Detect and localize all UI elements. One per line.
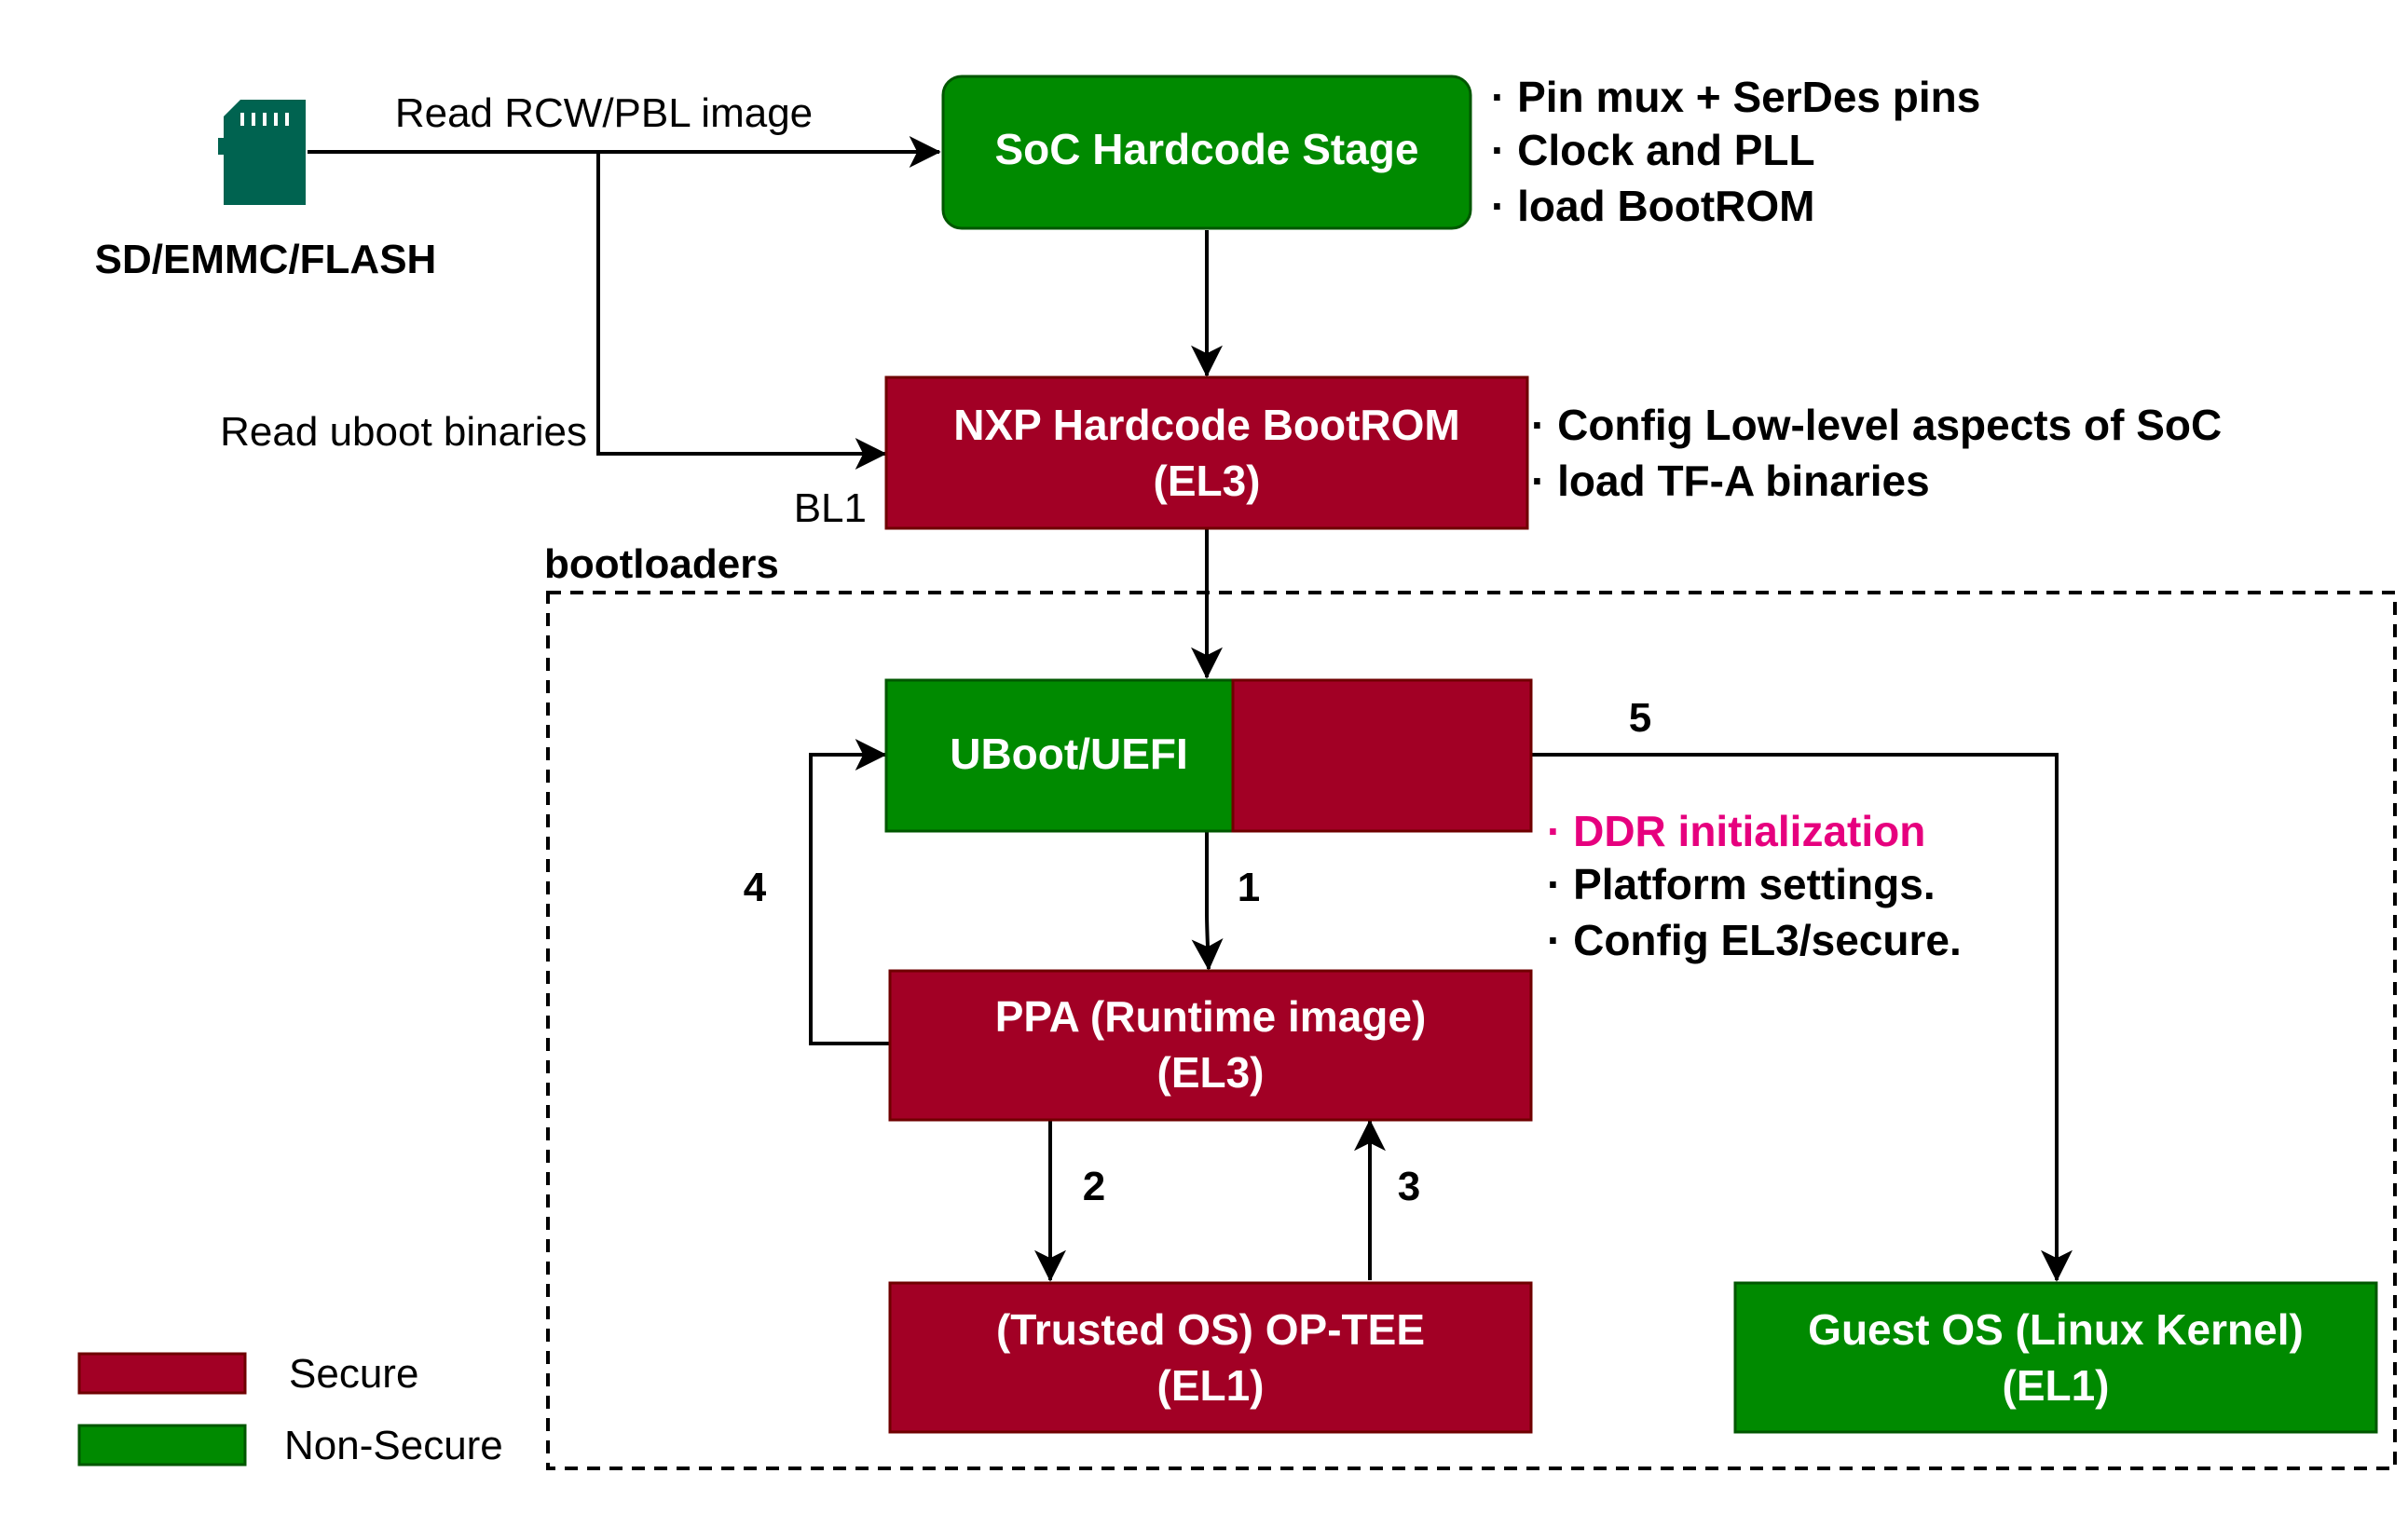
guest-os-title: Guest OS (Linux Kernel) — [1808, 1305, 2304, 1354]
step-5-label: 5 — [1629, 695, 1651, 741]
legend-non-secure-swatch — [77, 1424, 247, 1467]
uboot-note-ddr: · DDR initialization — [1547, 807, 1925, 855]
uboot-note-el3: · Config EL3/secure. — [1547, 916, 1962, 964]
legend: Secure Non-Secure — [77, 1351, 503, 1468]
optee-title: (Trusted OS) OP-TEE — [996, 1305, 1425, 1354]
legend-secure-swatch — [77, 1352, 247, 1395]
arrow-step-5 — [1531, 753, 2073, 1282]
bootrom-note-1: · Config Low-level aspects of SoC — [1531, 401, 2222, 449]
uboot-title: UBoot/UEFI — [950, 730, 1188, 778]
soc-note-1: · Pin mux + SerDes pins — [1491, 73, 1980, 121]
legend-non-secure-label: Non-Secure — [284, 1423, 503, 1468]
bl1-label: BL1 — [794, 485, 867, 531]
bootrom-box — [884, 375, 1529, 530]
read-rcw-label: Read RCW/PBL image — [395, 90, 813, 136]
bootrom-note-2: · load TF-A binaries — [1531, 457, 1930, 505]
uboot-note-platform: · Platform settings. — [1547, 860, 1936, 908]
step-3-label: 3 — [1398, 1164, 1420, 1209]
step-4-label: 4 — [744, 865, 767, 910]
bootloaders-group — [546, 591, 2397, 1470]
read-uboot-label: Read uboot binaries — [220, 409, 587, 455]
bootrom-title: NXP Hardcode BootROM — [953, 401, 1460, 449]
guest-os-box — [1733, 1281, 2378, 1434]
storage-label: SD/EMMC/FLASH — [95, 237, 437, 282]
uboot-box — [884, 678, 1533, 833]
optee-el: (EL1) — [1157, 1361, 1265, 1410]
optee-box — [888, 1281, 1533, 1434]
arrow-sd-to-bootrom — [596, 152, 887, 470]
ppa-title: PPA (Runtime image) — [995, 992, 1427, 1041]
soc-note-2: · Clock and PLL — [1491, 126, 1815, 174]
bootrom-el: (EL3) — [1154, 457, 1261, 505]
arrow-step-4 — [809, 739, 889, 1045]
step-2-label: 2 — [1083, 1164, 1105, 1209]
step-1-label: 1 — [1238, 865, 1260, 910]
soc-note-3: · load BootROM — [1491, 182, 1815, 230]
soc-hardcode-stage-title: SoC Hardcode Stage — [995, 125, 1419, 173]
ppa-box — [888, 969, 1533, 1122]
sd-card-icon — [218, 100, 306, 205]
ppa-el: (EL3) — [1157, 1048, 1265, 1097]
guest-os-el: (EL1) — [2003, 1361, 2110, 1410]
soc-hardcode-stage-box — [941, 75, 1472, 230]
arrow-step-1 — [1191, 829, 1224, 971]
legend-secure-label: Secure — [289, 1351, 418, 1397]
bootloaders-label: bootloaders — [544, 541, 779, 587]
